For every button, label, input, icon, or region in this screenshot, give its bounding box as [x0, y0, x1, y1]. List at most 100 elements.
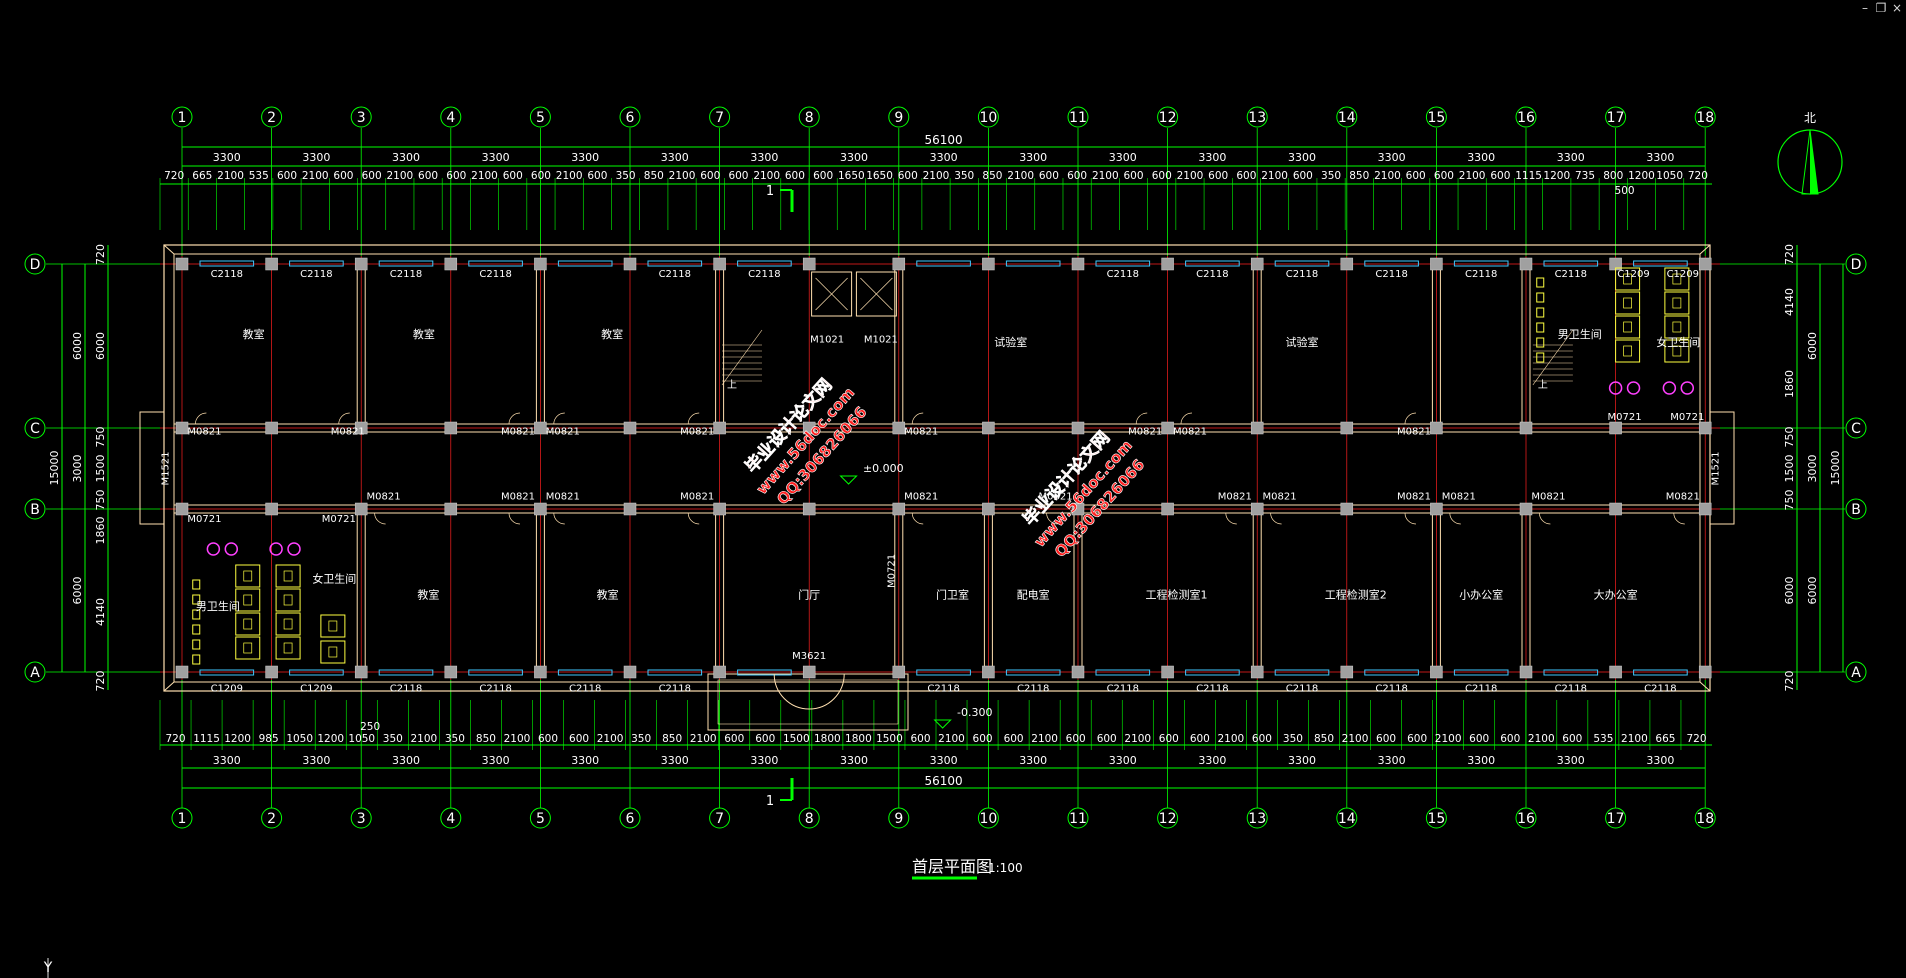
main-entry-step [717, 679, 899, 725]
extra-dim-bottom: 250 [360, 721, 380, 733]
column [1250, 502, 1264, 516]
window-tag: C2118 [1555, 269, 1587, 280]
detail-dim-top: 600 [1208, 170, 1228, 182]
window-north [378, 260, 434, 267]
column [1698, 665, 1712, 679]
door-swing [1180, 412, 1193, 425]
axis-bubble [977, 106, 999, 128]
detail-dim-top: 2100 [923, 170, 950, 182]
axis-bubble [1067, 807, 1089, 829]
urinal-icon [1536, 292, 1545, 303]
detail-dim-top: 2100 [386, 170, 413, 182]
window-tag: C1209 [1617, 269, 1649, 280]
window-tag: C2118 [1375, 684, 1407, 695]
door-swing [508, 412, 521, 425]
bay-dim-bottom: 3300 [1288, 754, 1316, 767]
toilet [1672, 345, 1682, 357]
wall-layer [139, 244, 1735, 731]
bay-dim-bottom: 3300 [1109, 754, 1137, 767]
bay-dim-top: 3300 [1019, 151, 1047, 164]
toilet-stall [320, 614, 346, 638]
detail-dim-top: 850 [644, 170, 664, 182]
door-tag: M0821 [1666, 491, 1700, 502]
door-tag: M0821 [187, 426, 221, 437]
bay-dim-bottom: 3300 [661, 754, 689, 767]
toilet-stall [1615, 291, 1641, 315]
axis-bubble [1605, 106, 1627, 128]
right-mid-dim: 6000 [1806, 332, 1819, 360]
left-inner-dim: 6000 [94, 332, 107, 360]
room-label: 女卫生间 [312, 571, 356, 585]
axis-bubble [1246, 106, 1268, 128]
door-swing [1046, 512, 1058, 525]
axis-label-15-bottom: 15 [1427, 811, 1445, 827]
detail-dim-bottom: 1050 [286, 733, 313, 745]
door-tag: M0821 [1128, 426, 1162, 437]
window-tag: C2118 [927, 684, 959, 695]
detail-dim-top: 2100 [1092, 170, 1119, 182]
minimize-button[interactable]: – [1862, 1, 1868, 15]
column [1519, 502, 1533, 516]
sink-icon [1608, 381, 1623, 395]
door-tag: M0821 [1442, 491, 1476, 502]
window-tag: C2118 [390, 684, 422, 695]
left-inner-dim: 720 [94, 671, 107, 692]
axis-bubble [1246, 807, 1268, 829]
column [175, 421, 189, 435]
row-label-C-left: C [30, 421, 40, 437]
detail-dim-top: 2100 [1459, 170, 1486, 182]
door-tag: M0821 [680, 491, 714, 502]
toilet-stall [1615, 339, 1641, 363]
detail-dim-top: 350 [616, 170, 636, 182]
window-tag: C2118 [659, 684, 691, 695]
left-mid-dim: 3000 [71, 455, 84, 483]
column [1430, 257, 1443, 271]
window-south [557, 669, 613, 676]
axis-bubble [1336, 106, 1358, 128]
close-button[interactable]: × [1891, 1, 1903, 15]
axis-bubble [529, 106, 551, 128]
restore-button[interactable]: ❐ [1875, 1, 1887, 15]
window-tag: C2118 [390, 269, 422, 280]
column [623, 257, 637, 271]
room-label: 教室 [413, 327, 435, 341]
toilet [243, 570, 253, 582]
axis-bubble [709, 807, 731, 829]
urinal-icon [1536, 277, 1545, 288]
detail-dim-top: 600 [1067, 170, 1087, 182]
room-label: 门卫室 [936, 588, 969, 602]
door-swing [553, 412, 565, 425]
right-inner-dim: 720 [1783, 671, 1796, 692]
toilet [1672, 297, 1682, 309]
door-tag: M0821 [1531, 491, 1565, 502]
detail-dim-bottom: 2100 [597, 733, 624, 745]
bay-dim-top: 3300 [1557, 151, 1585, 164]
east-entry [1709, 411, 1735, 525]
detail-dim-top: 2100 [556, 170, 583, 182]
axis-label-4-top: 4 [446, 110, 455, 126]
detail-dim-top: 1115 [1515, 170, 1542, 182]
column [1430, 421, 1443, 435]
detail-dim-top: 600 [1293, 170, 1313, 182]
window-tag: C2118 [1196, 269, 1228, 280]
detail-dim-bottom: 600 [910, 733, 930, 745]
column [1161, 421, 1174, 435]
row-bubble [1845, 661, 1867, 683]
axis-bubble [261, 807, 283, 829]
detail-dim-bottom: 2100 [1435, 733, 1462, 745]
detail-dim-bottom: 2100 [410, 733, 437, 745]
axis-bubble [529, 807, 551, 829]
column [802, 257, 816, 271]
detail-dim-top: 600 [813, 170, 833, 182]
stair-up-label: 上 [1538, 379, 1548, 391]
text-layer: 1122334455667788991010111112121313141415… [30, 110, 1862, 976]
window-south [1364, 669, 1419, 676]
column [1519, 665, 1533, 679]
axis-label-18-bottom: 18 [1696, 811, 1714, 827]
toilet-stall [1615, 267, 1641, 291]
row-label-B-left: B [30, 502, 40, 518]
left-inner-dim: 750 [94, 490, 107, 511]
window-south [1633, 669, 1688, 676]
axis-label-3-bottom: 3 [357, 811, 366, 827]
